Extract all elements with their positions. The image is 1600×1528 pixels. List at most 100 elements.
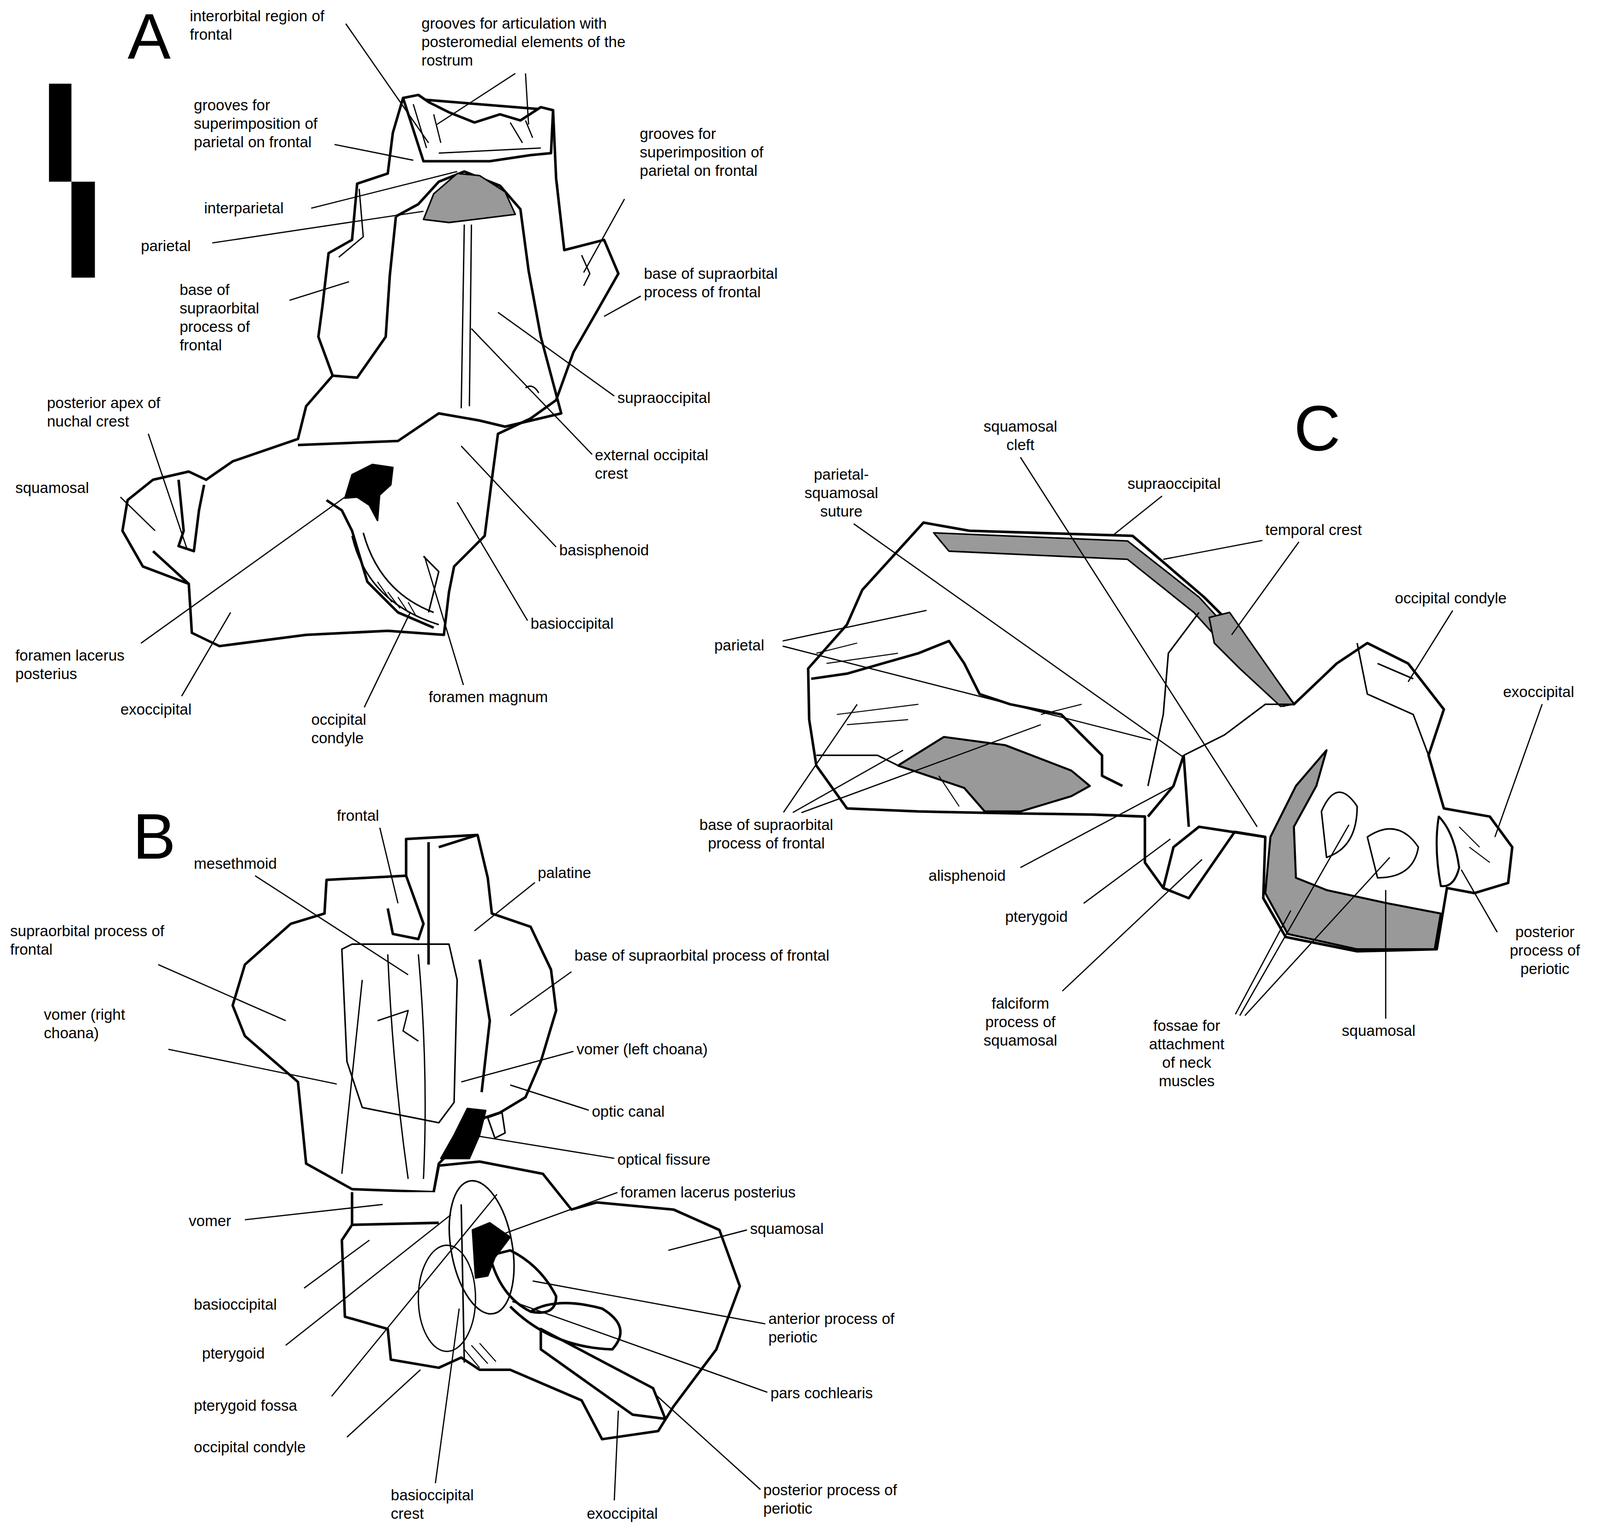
- ventral-view: [232, 834, 740, 1439]
- leader-line: [604, 295, 642, 317]
- part-label: base of supraorbital process of frontal: [643, 264, 798, 302]
- part-label: interorbital region of frontal: [189, 6, 343, 44]
- leader-line: [510, 971, 572, 1016]
- leader-line: [532, 1280, 766, 1324]
- part-label: basioccipital crest: [390, 1485, 506, 1523]
- part-label: base of supraorbital process of frontal: [574, 946, 830, 965]
- leader-line: [782, 610, 927, 641]
- part-label: interparietal: [203, 198, 284, 218]
- leader-line: [583, 198, 625, 273]
- leader-line: [1020, 785, 1174, 868]
- leader-line: [471, 1134, 615, 1158]
- leader-line: [474, 882, 535, 931]
- leader-line: [334, 144, 414, 161]
- part-label: basioccipital: [530, 614, 614, 633]
- leader-line: [1163, 540, 1263, 560]
- leader-line: [436, 73, 516, 125]
- part-label: squamosal: [1342, 1021, 1416, 1040]
- part-label: posterior process of periotic: [763, 1480, 922, 1518]
- leader-line: [364, 612, 411, 708]
- leader-line: [120, 497, 156, 531]
- leader-line: [245, 1204, 383, 1220]
- part-label: pterygoid: [202, 1343, 265, 1363]
- leader-line: [304, 1239, 370, 1288]
- part-label: exoccipital: [120, 700, 192, 719]
- leader-line: [525, 73, 529, 125]
- part-label: exoccipital: [1503, 682, 1575, 702]
- leader-line: [1245, 856, 1391, 1016]
- leader-line: [510, 1084, 589, 1110]
- part-label: anterior process of periotic: [768, 1309, 920, 1347]
- leader-line: [1062, 859, 1203, 991]
- leader-line: [1112, 495, 1163, 536]
- panel-letter: B: [132, 803, 176, 869]
- leader-line: [457, 502, 528, 621]
- leader-line: [181, 612, 231, 696]
- part-label: foramen lacerus posterius: [620, 1182, 796, 1202]
- leader-line: [497, 312, 615, 396]
- part-label: external occipital crest: [594, 445, 744, 483]
- leader-line: [1494, 703, 1542, 837]
- leader-line: [148, 433, 187, 549]
- part-label: grooves for articulation with posteromed…: [421, 14, 662, 70]
- part-label: palatine: [537, 863, 592, 882]
- part-label: vomer (right choana): [43, 1005, 172, 1043]
- part-label: basioccipital: [193, 1294, 277, 1314]
- leader-line: [379, 827, 398, 904]
- part-label: occipital condyle: [1395, 588, 1507, 608]
- part-label: vomer (left choana): [576, 1039, 708, 1059]
- leader-line: [1408, 610, 1453, 682]
- part-label: squamosal cleft: [969, 417, 1072, 455]
- panel-letter: C: [1294, 395, 1341, 461]
- leader-line: [1461, 869, 1498, 932]
- dorsal-view: [122, 95, 619, 647]
- part-label: grooves for superimposition of parietal …: [639, 124, 778, 180]
- leader-line: [424, 556, 464, 685]
- part-label: foramen lacerus posterius: [15, 646, 143, 684]
- part-label: posterior process of periotic: [1499, 922, 1590, 978]
- part-label: fossae for attachment of neck muscles: [1140, 1016, 1233, 1091]
- part-label: posterior apex of nuchal crest: [47, 393, 172, 431]
- part-label: temporal crest: [1265, 520, 1362, 540]
- part-label: occipital condyle: [193, 1437, 306, 1457]
- part-label: supraorbital process of frontal: [10, 921, 194, 959]
- leader-line: [461, 1050, 574, 1082]
- part-label: basisphenoid: [559, 540, 650, 560]
- leader-line: [1083, 838, 1171, 904]
- part-label: occipital condyle: [311, 710, 393, 748]
- part-label: pars cochlearis: [770, 1383, 873, 1403]
- part-label: optic canal: [591, 1102, 665, 1121]
- part-label: base of supraorbital process of frontal: [673, 815, 859, 853]
- leader-line: [1235, 910, 1291, 1014]
- leader-line: [435, 1308, 460, 1483]
- part-label: frontal: [336, 806, 380, 825]
- leader-line: [471, 328, 593, 455]
- part-label: squamosal: [749, 1219, 824, 1238]
- part-label: optical fissure: [617, 1150, 711, 1169]
- leader-line: [347, 1369, 421, 1437]
- leader-line: [1020, 457, 1258, 827]
- leader-line: [311, 171, 457, 209]
- leader-line: [782, 646, 1151, 740]
- part-label: supraoccipital: [617, 388, 711, 408]
- leader-line: [255, 875, 409, 975]
- leader-line: [140, 491, 352, 644]
- part-label: vomer: [188, 1211, 232, 1230]
- part-label: alisphenoid: [928, 866, 1006, 885]
- leader-line: [614, 1410, 619, 1501]
- part-label: mesethmoid: [193, 854, 277, 873]
- panel-letter: A: [127, 4, 171, 69]
- leader-line: [655, 1393, 761, 1489]
- leader-line: [512, 1300, 768, 1392]
- part-label: parietal: [140, 236, 191, 256]
- part-label: pterygoid: [1005, 907, 1068, 926]
- part-label: grooves for superimposition of parietal …: [193, 95, 332, 152]
- leader-line: [331, 1193, 498, 1397]
- part-label: falciform process of squamosal: [969, 994, 1072, 1050]
- leader-line: [801, 724, 1041, 813]
- lateral-view: [808, 522, 1513, 952]
- leader-line: [853, 523, 1184, 758]
- leader-line: [668, 1229, 747, 1250]
- leader-line: [499, 1192, 618, 1235]
